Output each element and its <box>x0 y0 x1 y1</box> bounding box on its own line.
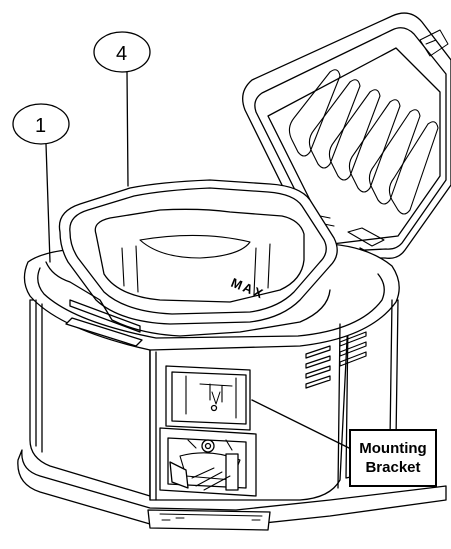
mounting-bracket-label: Mounting Bracket <box>349 429 437 487</box>
bottom-tray <box>147 509 271 531</box>
lid-vent-slots <box>288 69 439 215</box>
mounting-bracket <box>159 365 257 497</box>
side-vents <box>305 331 367 389</box>
callout-1-number: 1 <box>35 115 46 137</box>
callout-4: 4 <box>93 31 151 187</box>
callout-4-number: 4 <box>116 43 127 65</box>
callout-1: 1 <box>12 103 70 263</box>
bracket-leader-line <box>251 399 350 449</box>
label-line-1: Mounting <box>359 440 427 457</box>
fryer-basket <box>45 179 338 347</box>
label-line-2: Bracket <box>365 459 421 476</box>
